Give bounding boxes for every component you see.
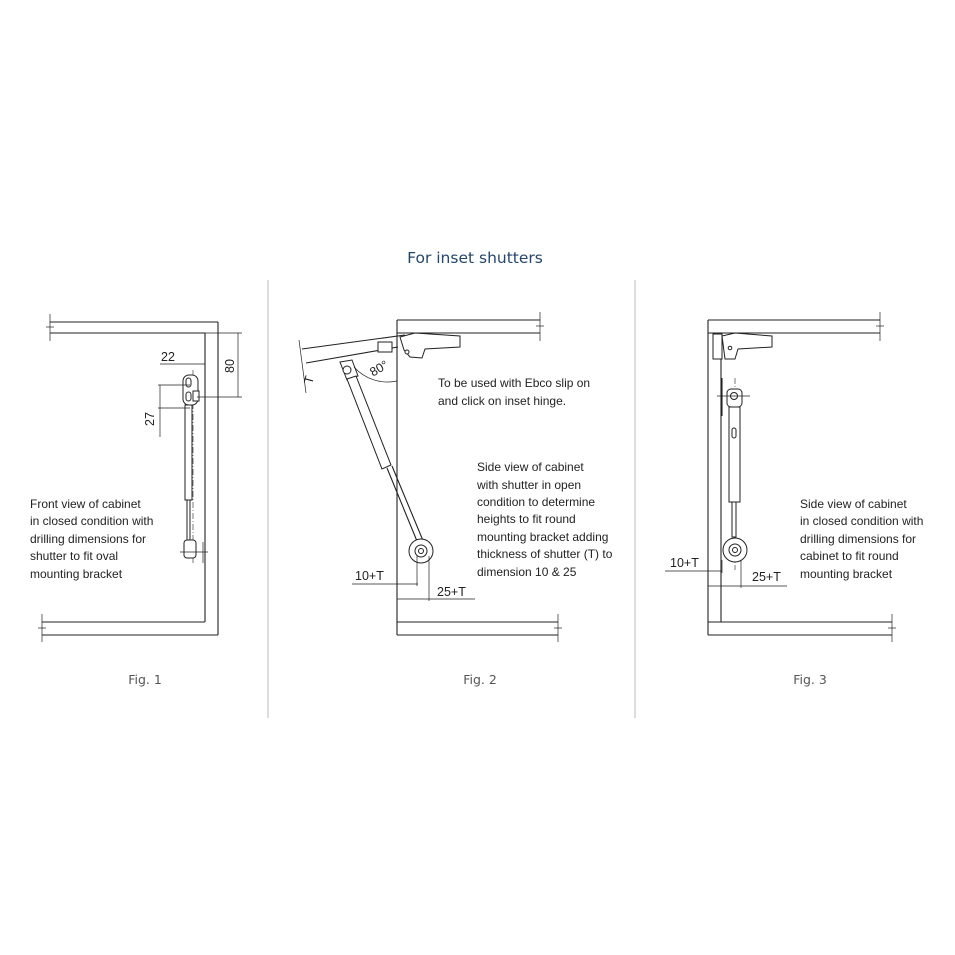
- cabinet-outline: [707, 312, 896, 642]
- dimension-25-plus-T: 25+T: [752, 570, 781, 584]
- dimension-lines: [352, 366, 475, 601]
- dimension-22: 22: [161, 350, 175, 364]
- figure-2-label: Fig. 2: [463, 672, 497, 687]
- figure-3-label: Fig. 3: [793, 672, 827, 687]
- diagram-title: For inset shutters: [407, 249, 543, 267]
- dimension-T: T: [301, 374, 317, 385]
- figure-3-note: Side view of cabinet in closed condition…: [800, 497, 927, 581]
- dimension-lines: [158, 332, 242, 437]
- figure-2: T 80° 10+T 25+T To be used with Ebco sli…: [298, 312, 616, 687]
- figure-3: 10+T 25+T Side view of cabinet in closed…: [665, 312, 927, 687]
- gas-strut: [339, 359, 434, 564]
- dimension-27: 27: [143, 412, 157, 426]
- inset-hinge: [712, 332, 773, 360]
- dimension-25-plus-T: 25+T: [437, 585, 466, 599]
- gas-strut: [180, 370, 208, 565]
- figure-1-label: Fig. 1: [128, 672, 162, 687]
- dimension-10-plus-T: 10+T: [670, 556, 699, 570]
- inset-hinge: [377, 332, 461, 359]
- gas-strut: [717, 378, 750, 570]
- dimension-80: 80: [223, 359, 237, 373]
- dimension-angle-80: 80°: [367, 358, 390, 380]
- dimension-lines: [665, 560, 787, 588]
- figure-1-note: Front view of cabinet in closed conditio…: [30, 497, 157, 581]
- figure-1: 22 80 27 Front view of cabinet in closed…: [30, 314, 242, 687]
- hinge-note: To be used with Ebco slip on and click o…: [438, 376, 593, 408]
- cabinet-outline: [38, 314, 219, 642]
- dimension-10-plus-T: 10+T: [355, 569, 384, 583]
- figure-2-note: Side view of cabinet with shutter in ope…: [476, 460, 616, 579]
- cabinet-outline: [396, 312, 562, 642]
